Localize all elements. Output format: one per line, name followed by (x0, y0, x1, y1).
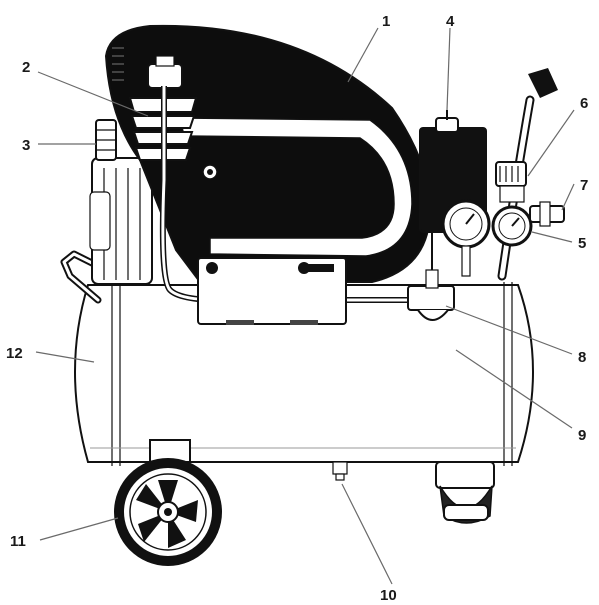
safety-valve (407, 230, 455, 321)
callout-labels: 1 2 3 4 5 6 7 8 9 10 11 12 (6, 13, 588, 604)
leader-lines (35, 27, 575, 585)
callout-9: 9 (578, 427, 586, 444)
motor-housing (89, 157, 153, 285)
air-tank (74, 282, 534, 466)
callout-2: 2 (22, 59, 30, 76)
tank-pressure-gauge (441, 199, 491, 277)
motor-cover (104, 24, 432, 283)
callout-7: 7 (580, 177, 588, 194)
callout-3: 3 (22, 137, 30, 154)
callout-6: 6 (580, 95, 588, 112)
electrical-box (197, 257, 347, 325)
drain-valve (332, 461, 348, 481)
callout-1: 1 (382, 13, 390, 30)
outlet-pressure-gauge (491, 205, 533, 247)
callout-10: 10 (380, 587, 397, 604)
pressure-regulator (495, 161, 527, 203)
quick-coupling (529, 201, 565, 227)
rubber-foot (435, 461, 495, 524)
wheel (114, 439, 222, 566)
callout-4: 4 (446, 13, 455, 30)
callout-11: 11 (10, 533, 26, 550)
callout-8: 8 (578, 349, 586, 366)
air-filter (95, 119, 117, 161)
callout-5: 5 (578, 235, 586, 252)
callout-12: 12 (6, 345, 23, 362)
tank-handle (60, 250, 110, 304)
